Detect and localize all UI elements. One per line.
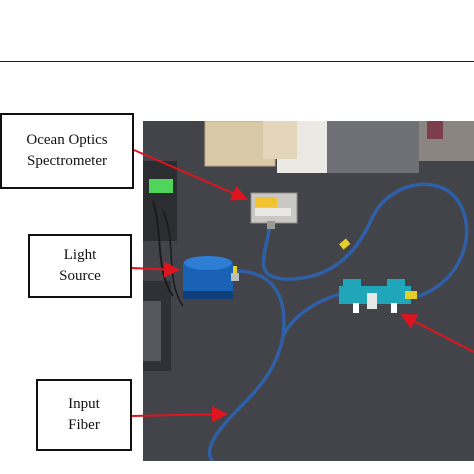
label-input-fiber-line1: Input [68, 396, 100, 412]
setup-photo [143, 121, 474, 461]
label-light-source-line1: Light [63, 247, 97, 263]
fiber-input [207, 269, 286, 461]
spectrometer-device [250, 192, 298, 229]
label-spectrometer: Ocean Optics Spectrometer [0, 113, 134, 189]
top-rule [0, 61, 474, 62]
left-equipment [143, 161, 177, 241]
label-input-fiber: Input Fiber [36, 379, 132, 451]
label-spectrometer-line2: Spectrometer [27, 153, 107, 169]
label-input-fiber-line2: Fiber [68, 417, 100, 433]
yellow-connector [339, 238, 351, 250]
wall-gray [327, 121, 419, 173]
fiber-spectrometer-to-holder [261, 182, 469, 298]
label-light-source: Light Source [28, 234, 132, 298]
keyboard-edge [143, 301, 161, 361]
green-display [149, 179, 173, 193]
label-light-source-line2: Source [59, 268, 101, 284]
light-source-device [183, 256, 239, 299]
label-spectrometer-line1: Ocean Optics [26, 132, 108, 148]
cuvette-holder [339, 279, 417, 313]
